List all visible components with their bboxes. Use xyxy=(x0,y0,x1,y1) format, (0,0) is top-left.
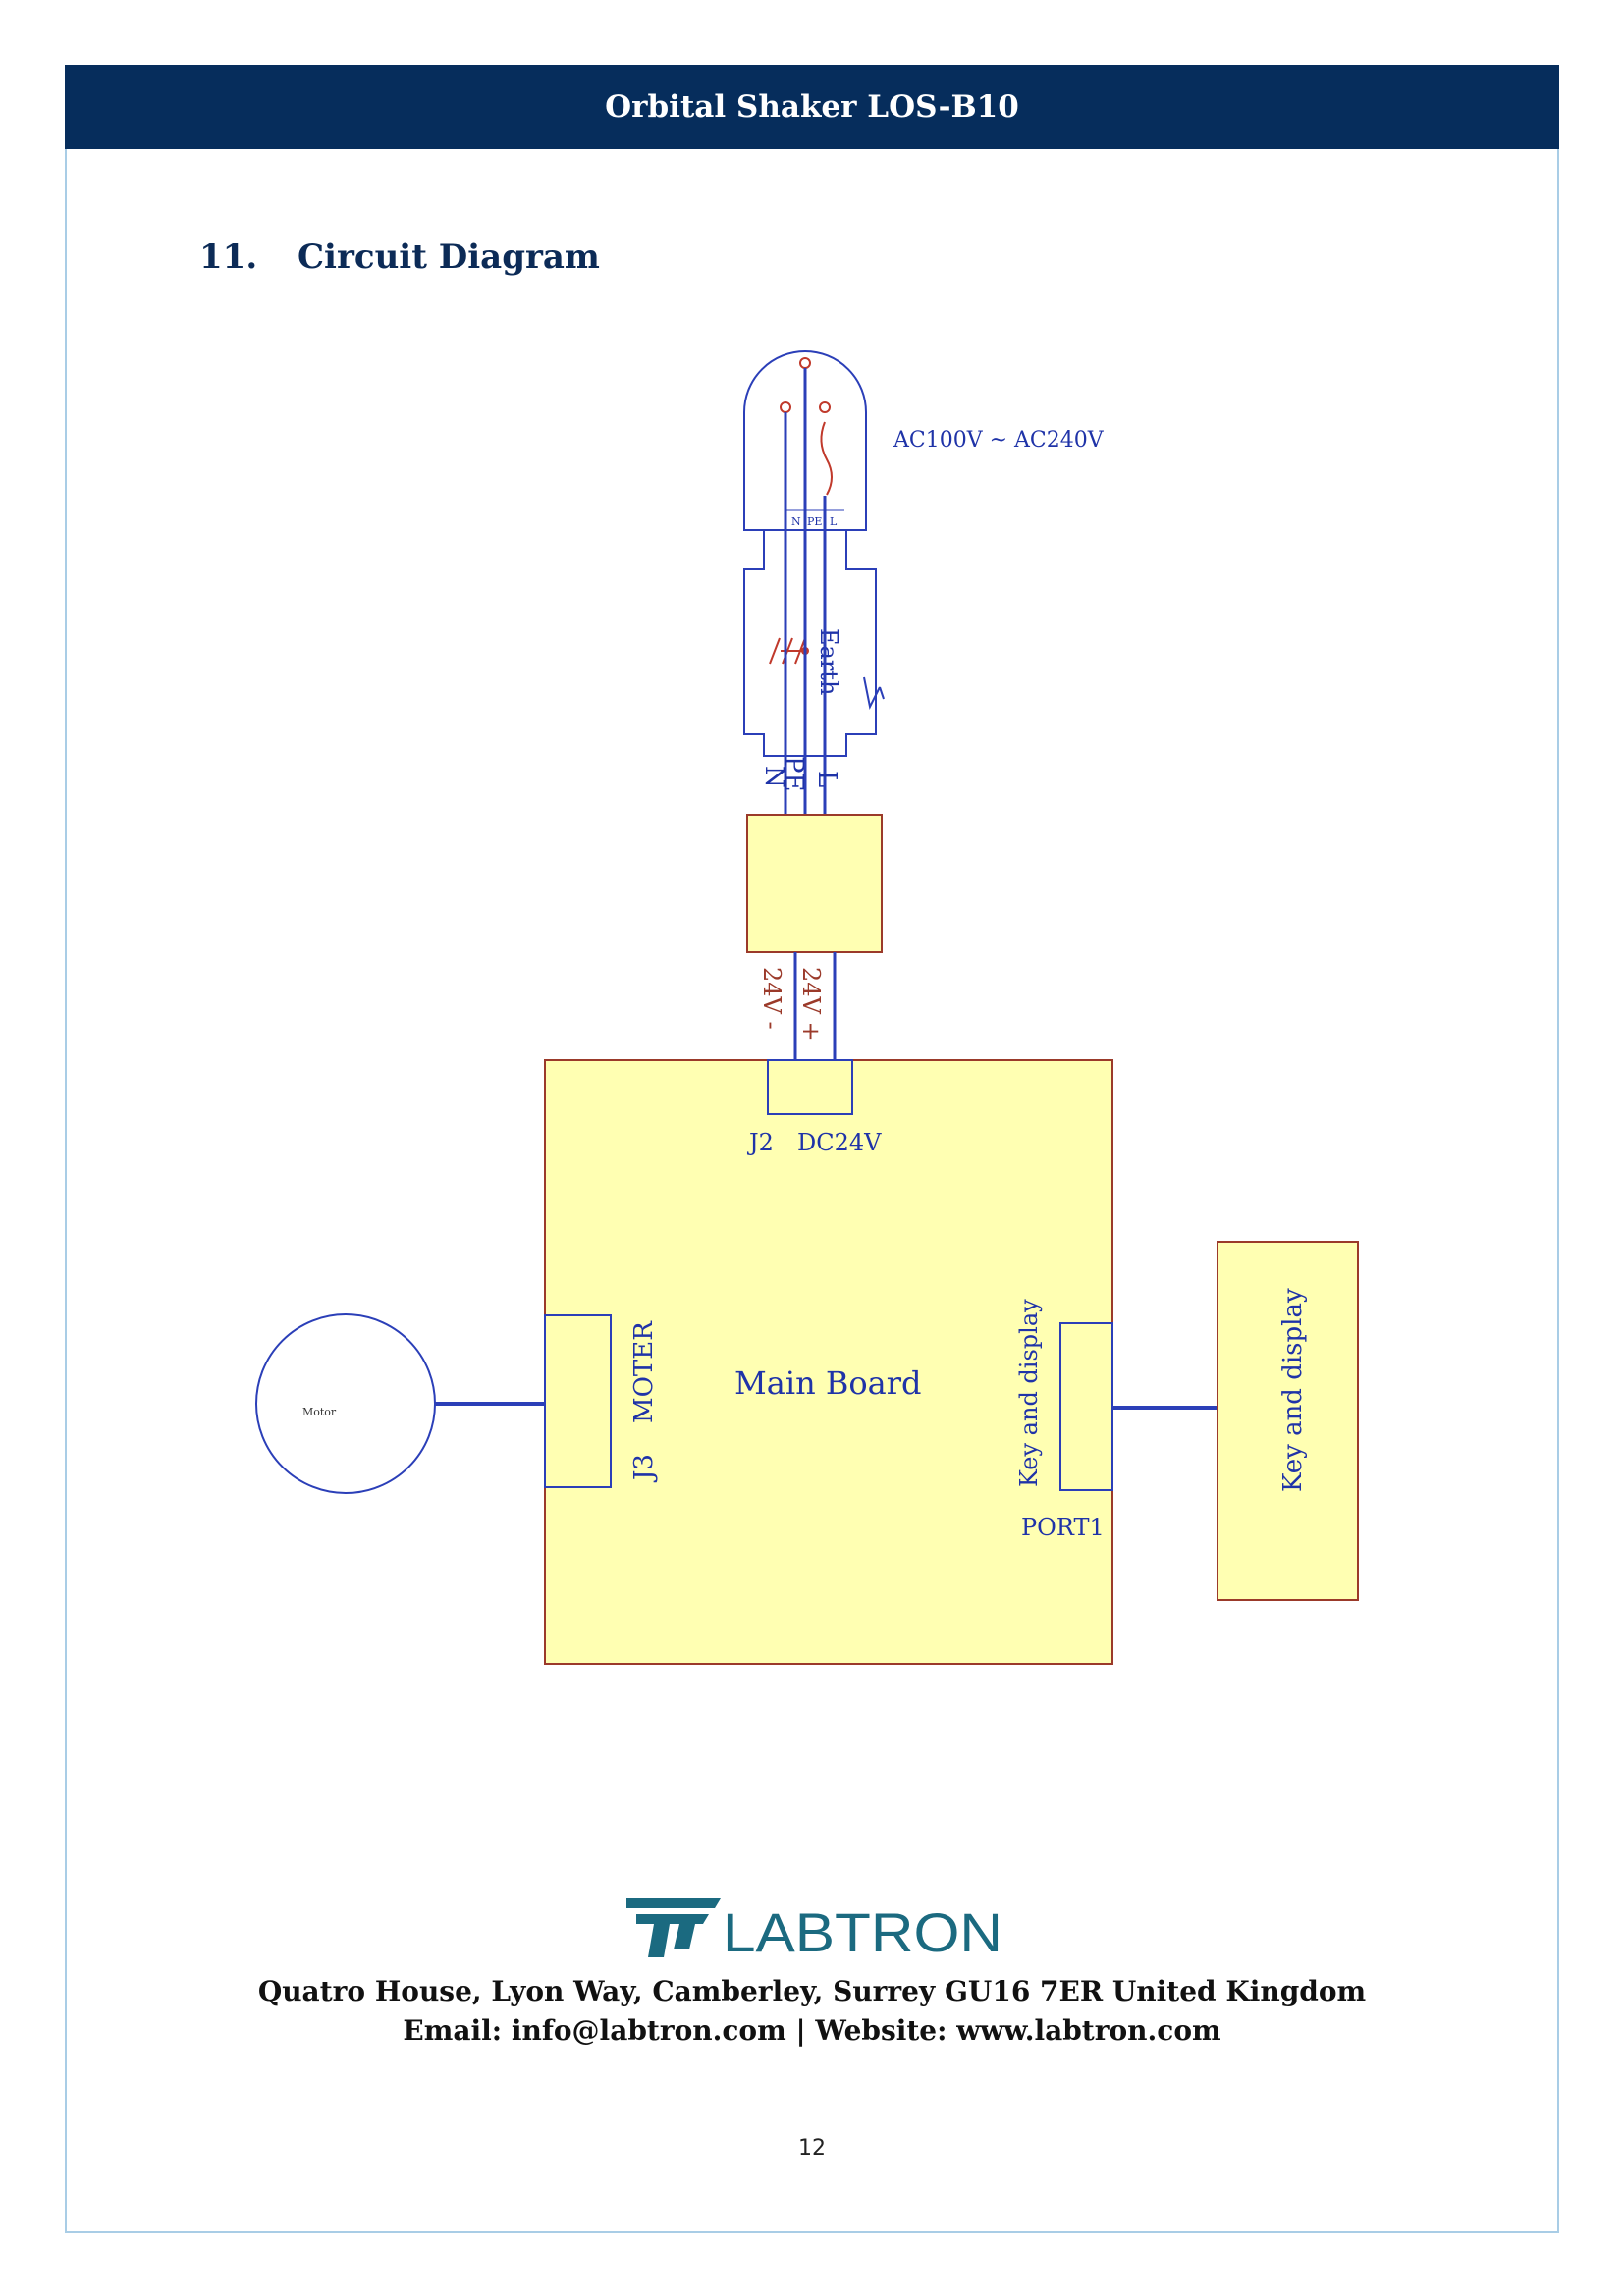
plug-pin-left xyxy=(780,401,791,413)
connector-j3-label: J3 xyxy=(629,1454,659,1483)
labtron-logo-mark xyxy=(626,1898,721,1957)
document-title: Orbital Shaker LOS-B10 xyxy=(605,89,1019,125)
earth-label: Earth xyxy=(815,628,842,695)
document-header: Orbital Shaker LOS-B10 xyxy=(65,65,1559,149)
plug-pin-right xyxy=(819,401,831,413)
dc-plus-label: 24V + xyxy=(797,967,825,1041)
connector-j2 xyxy=(767,1059,853,1115)
footer-contact: Email: info@labtron.com | Website: www.l… xyxy=(403,2014,1221,2047)
page-number: 12 xyxy=(798,2136,826,2161)
connector-j3-desc: MOTER xyxy=(629,1320,659,1423)
section-heading: 11. Circuit Diagram xyxy=(199,238,600,277)
power-supply-box xyxy=(746,814,883,953)
port-desc-label: Key and display xyxy=(1015,1299,1043,1487)
fuse-symbol xyxy=(820,421,833,496)
keypad-display-label: Key and display xyxy=(1278,1288,1308,1492)
main-board-label: Main Board xyxy=(734,1364,922,1402)
labtron-logo: LABTRON xyxy=(626,1898,1002,1961)
plug-outline xyxy=(743,350,867,531)
terminal-label-l: L xyxy=(812,771,841,787)
plug-pin-top xyxy=(799,357,811,369)
plug-pin-label-l: L xyxy=(830,515,838,528)
supply-voltage-label: AC100V ~ AC240V xyxy=(893,428,1105,453)
plug-pin-label-n: N xyxy=(791,515,801,528)
motor xyxy=(255,1313,436,1494)
earth-symbol xyxy=(769,637,806,665)
terminal-label-n: N xyxy=(759,766,788,788)
main-board xyxy=(544,1059,1113,1665)
section-title: Circuit Diagram xyxy=(298,238,600,277)
section-number: 11. xyxy=(199,238,258,277)
terminal-label-pe: PE xyxy=(779,756,808,791)
plug-pin-label-pe: PE xyxy=(807,515,822,528)
power-switch-symbol xyxy=(863,676,885,711)
connector-j3 xyxy=(544,1314,612,1488)
motor-label: Motor xyxy=(302,1406,337,1418)
keypad-display-box xyxy=(1217,1241,1359,1601)
dc-minus-label: 24V - xyxy=(758,967,785,1030)
port-name-label: PORT1 xyxy=(1021,1514,1105,1541)
connector-j2-label: J2 xyxy=(746,1129,774,1156)
switch-housing xyxy=(743,530,877,757)
footer-address: Quatro House, Lyon Way, Camberley, Surre… xyxy=(257,1975,1367,2007)
labtron-logo-text: LABTRON xyxy=(723,1901,1002,1961)
connector-j2-desc: DC24V xyxy=(797,1129,882,1156)
